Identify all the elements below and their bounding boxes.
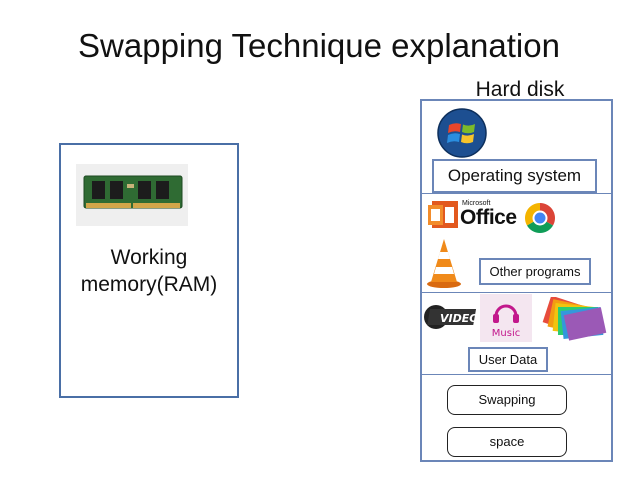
vlc-cone-icon bbox=[427, 239, 461, 288]
office-text: Office bbox=[460, 206, 517, 229]
folders-icon bbox=[542, 297, 607, 341]
swapping-label: Swapping bbox=[447, 385, 567, 415]
videos-icon: VIDEOS bbox=[424, 298, 487, 336]
music-icon: Music bbox=[480, 294, 532, 342]
hard-disk-box: Operating system Microsoft Office Other … bbox=[420, 99, 613, 462]
ram-label-line1: Working bbox=[110, 246, 188, 269]
divider-2 bbox=[422, 292, 611, 293]
user-data-label: User Data bbox=[468, 347, 548, 372]
office-logo-icon bbox=[428, 201, 458, 228]
slide-title: Swapping Technique explanation bbox=[78, 27, 560, 64]
divider-1 bbox=[422, 193, 611, 194]
ram-label: Working memory(RAM) bbox=[61, 244, 237, 298]
music-text: Music bbox=[492, 328, 520, 339]
ram-chip-image bbox=[76, 164, 188, 226]
ram-box: Working memory(RAM) bbox=[59, 143, 239, 398]
windows-logo-icon bbox=[437, 108, 487, 158]
divider-3 bbox=[422, 374, 611, 375]
ram-module-icon bbox=[83, 175, 183, 209]
chrome-logo-icon bbox=[524, 203, 556, 234]
videos-text: VIDEOS bbox=[440, 312, 478, 325]
hard-disk-title: Hard disk bbox=[475, 78, 565, 101]
ram-label-line2: memory(RAM) bbox=[80, 273, 218, 296]
office-microsoft-text: Microsoft bbox=[462, 200, 491, 207]
space-label: space bbox=[447, 427, 567, 457]
other-programs-label: Other programs bbox=[479, 258, 591, 285]
operating-system-label: Operating system bbox=[432, 159, 597, 193]
